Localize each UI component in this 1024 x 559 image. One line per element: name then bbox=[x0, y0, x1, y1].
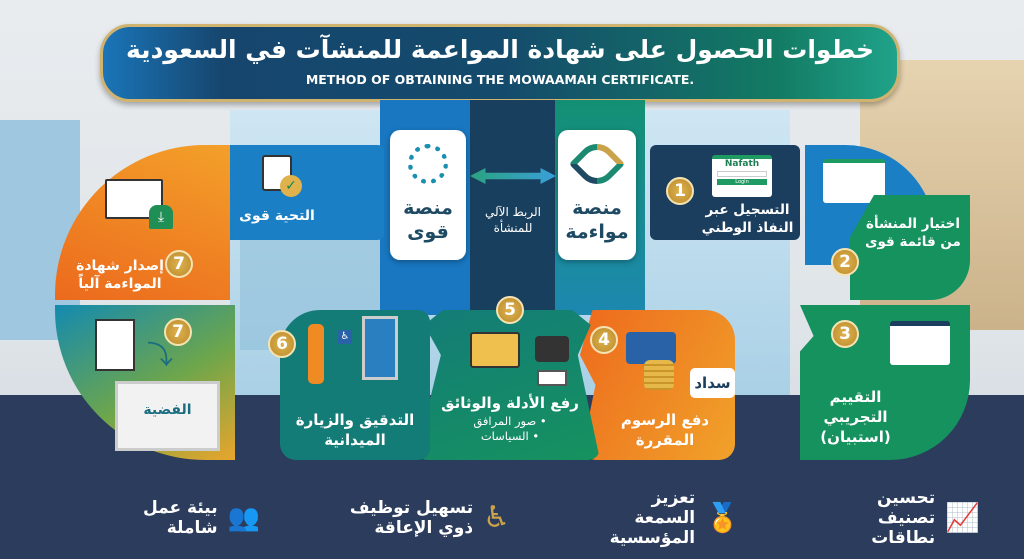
check-badge-icon: ✓ bbox=[280, 175, 302, 197]
mowaamah-logo-icon bbox=[568, 135, 626, 193]
credit-card-icon bbox=[626, 332, 676, 364]
step-3-box: التقييم التجريبي (استبيان) bbox=[800, 305, 970, 460]
step-7-label: إصدار شهادة المواءمة آلياً bbox=[76, 258, 164, 292]
step-7-issue-box: ⤓ إصدار شهادة المواءمة آلياً bbox=[55, 145, 230, 300]
qiwa-approval-box: ✓ التحية قوى bbox=[222, 145, 384, 240]
bullet-item: • صور المرافق bbox=[473, 414, 547, 428]
benefit-label: تحسين تصنيف نطاقات bbox=[871, 488, 936, 548]
step-7b-number: 7 bbox=[164, 318, 192, 346]
step-4-label: دفع الرسوم المقررة bbox=[620, 411, 710, 449]
nafath-login-button: Login bbox=[717, 179, 767, 185]
document-ribbon-icon bbox=[95, 319, 135, 371]
certificate-level: الفضية bbox=[143, 402, 192, 418]
auto-link-label: الربط الآلي للمنشأة bbox=[485, 205, 541, 235]
silver-certificate: الفضية bbox=[115, 381, 220, 451]
benefit-reputation: 🏅 تعزيز السمعة المؤسسية bbox=[560, 488, 740, 548]
benefit-label: تسهيل توظيف ذوي الإعاقة bbox=[349, 498, 474, 538]
checklist-icon bbox=[890, 321, 950, 365]
step-6-number: 6 bbox=[268, 330, 296, 358]
coins-icon bbox=[644, 360, 674, 390]
page-title: خطوات الحصول على شهادة المواعمة للمنشآت … bbox=[126, 35, 874, 64]
nafath-title: Nafath bbox=[724, 159, 760, 169]
step-7-number: 7 bbox=[165, 250, 193, 278]
award-medal-icon: 🏅 bbox=[705, 501, 740, 534]
step-6-label: التدقيق والزيارة الميدانية bbox=[295, 411, 415, 449]
step-1-box: Nafath Login 1 التسجيل عبر النفاذ الوطني bbox=[650, 145, 800, 240]
step-5-bullets: • صور المرافق • السياسات bbox=[455, 414, 565, 444]
step-5-label: رفع الأدلة والوثائق bbox=[441, 394, 579, 412]
step-5-number: 5 bbox=[496, 296, 524, 324]
wheelchair-icon: ♿ bbox=[483, 500, 510, 535]
background-window-left bbox=[0, 120, 80, 340]
step-2-number: 2 bbox=[831, 248, 859, 276]
step-1-number: 1 bbox=[666, 177, 694, 205]
step-3-number: 3 bbox=[831, 320, 859, 348]
people-group-icon: 👥 bbox=[227, 503, 260, 533]
download-icon: ⤓ bbox=[149, 205, 173, 229]
benefit-label: تعزيز السمعة المؤسسية bbox=[609, 488, 696, 548]
step-1-label: التسجيل عبر النفاذ الوطني bbox=[701, 202, 794, 236]
benefit-inclusive-workplace: 👥 بيئة عمل شاملة bbox=[110, 488, 260, 548]
nafath-input bbox=[717, 171, 767, 177]
accessible-door-icon bbox=[362, 316, 398, 380]
bullet-policies: السياسات bbox=[480, 429, 529, 443]
bullet-facilities: صور المرافق bbox=[473, 414, 537, 428]
benefit-disability-hiring: ♿ تسهيل توظيف ذوي الإعاقة bbox=[310, 488, 510, 548]
qiwa-logo-icon bbox=[408, 144, 448, 184]
qiwa-approval-label: التحية قوى bbox=[239, 208, 315, 224]
qiwa-platform-card: منصة قوى bbox=[390, 130, 466, 260]
sadad-logo: سداد bbox=[690, 368, 735, 398]
step-6-box: ♿ التدقيق والزيارة الميدانية bbox=[280, 310, 430, 460]
upload-tray-icon bbox=[537, 370, 567, 386]
step-2-label: اختيار المنشأة من قائمة قوى bbox=[865, 216, 961, 250]
inspector-icon bbox=[308, 324, 324, 384]
nafath-screen: Nafath Login bbox=[712, 155, 772, 197]
step-7-certificate-box: ⤵ الفضية bbox=[55, 305, 235, 460]
benefit-nitaqat: 📈 تحسين تصنيف نطاقات bbox=[790, 488, 980, 548]
step-3-label: التقييم التجريبي (استبيان) bbox=[820, 388, 891, 446]
step-5-box: رفع الأدلة والوثائق • صور المرافق • السي… bbox=[415, 310, 600, 460]
stripe-navy bbox=[470, 100, 555, 315]
title-banner: خطوات الحصول على شهادة المواعمة للمنشآت … bbox=[100, 24, 900, 102]
benefit-label: بيئة عمل شاملة bbox=[142, 498, 218, 538]
step-4-number: 4 bbox=[590, 326, 618, 354]
qiwa-name: منصة قوى bbox=[403, 197, 453, 243]
page-subtitle: METHOD OF OBTAINING THE MOWAAMAH CERTIFI… bbox=[305, 72, 695, 87]
mowaamah-platform-card: منصة مواءمة bbox=[558, 130, 636, 260]
camera-icon bbox=[535, 336, 569, 362]
mowaamah-name: منصة مواءمة bbox=[565, 197, 629, 243]
bullet-item: • السياسات bbox=[480, 429, 540, 443]
wheelchair-sign-icon: ♿ bbox=[338, 330, 352, 344]
folder-icon bbox=[470, 332, 520, 368]
curved-arrow-icon: ⤵ bbox=[147, 341, 174, 371]
growth-chart-icon: 📈 bbox=[945, 501, 980, 534]
step-2-box: اختيار المنشأة من قائمة قوى bbox=[850, 195, 970, 300]
